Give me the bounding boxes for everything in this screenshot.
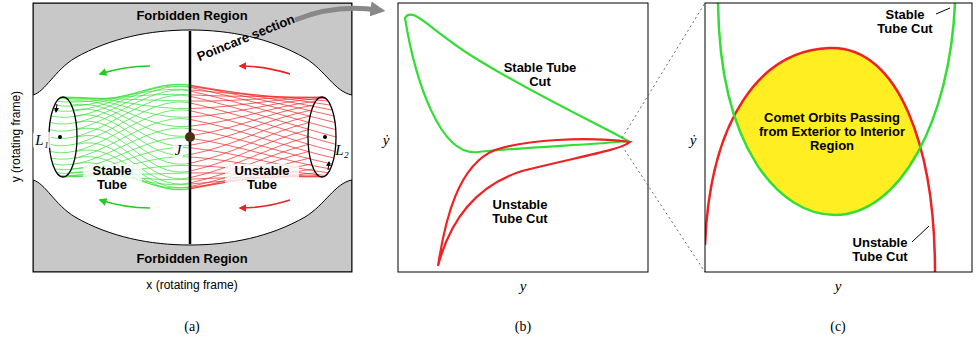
point-label: L₂ [335,142,349,159]
tube-stroke [53,128,190,165]
axis-label: y (rotating frame) [10,91,23,182]
unstable-cut [438,139,630,266]
panel-caption: (a) [184,319,200,334]
tube-stroke [190,85,332,110]
axis-label: ẏ [383,132,390,149]
tube-stroke [57,89,190,102]
transit-region [705,48,935,272]
leader-line [936,8,950,14]
stable-cut [718,3,955,215]
tube-stroke [51,119,190,160]
axis-label: y [520,278,527,295]
panel-caption: (b) [515,319,531,334]
forbidden-region-bottom [33,180,352,272]
tube-stroke [76,121,190,164]
flow-arrow [100,66,150,74]
l2-orbit [308,97,336,177]
tube-stroke [190,105,314,136]
tube-stroke [49,90,190,131]
tube-stroke [53,84,190,111]
panel-b-art [405,14,630,266]
panel-a-art [33,3,352,272]
flow-arrow [100,200,150,208]
region-label: Forbidden Region [112,9,272,23]
leader-line [912,226,929,242]
l1-orbit [49,97,77,177]
tube-stroke [190,91,336,130]
axis-label: y [835,278,842,295]
flow-arrow [240,200,290,208]
tube-stroke [190,101,316,126]
stable-cut [405,14,628,152]
curve-label: Stable Tube Cut [877,8,933,37]
region-label: Forbidden Region [112,252,272,266]
tube-stroke [190,85,334,116]
tube-stroke [73,109,190,146]
axis-label: x (rotating frame) [146,279,237,292]
tube-label: Unstable Tube [225,164,299,193]
forbidden-region: Forbidden Region [112,252,272,266]
axis-label: ẏ [690,132,697,149]
orbit-arrow [328,162,329,170]
unstable-cut [705,48,935,272]
flow-arrow [240,66,290,74]
panel-frame [398,3,648,272]
panel-caption: (c) [830,319,846,334]
l1-point [58,135,62,139]
panel-frame [33,3,352,272]
orbit-arrow [56,104,57,112]
region-label: Comet Orbits Passing from Exterior to In… [757,111,907,154]
zoom-lines [622,3,705,272]
j-point [185,132,195,142]
transit-region: Comet Orbits Passing from Exterior to In… [757,111,907,154]
section-arrow [295,8,378,20]
curve-label: Unstable Tube Cut [849,236,911,265]
l2-point [323,135,327,139]
curve-label: Stable Tube Cut [495,61,585,90]
tube-label: Stable Tube [83,164,142,193]
panel-frame [705,3,972,272]
tube-stroke [55,86,190,106]
panel-c-art [705,3,955,272]
point-label: J [173,142,184,159]
forbidden-region: Forbidden Region [112,9,272,23]
point-label: L₁ [33,132,51,149]
curve-label: Unstable Tube Cut [480,198,560,227]
